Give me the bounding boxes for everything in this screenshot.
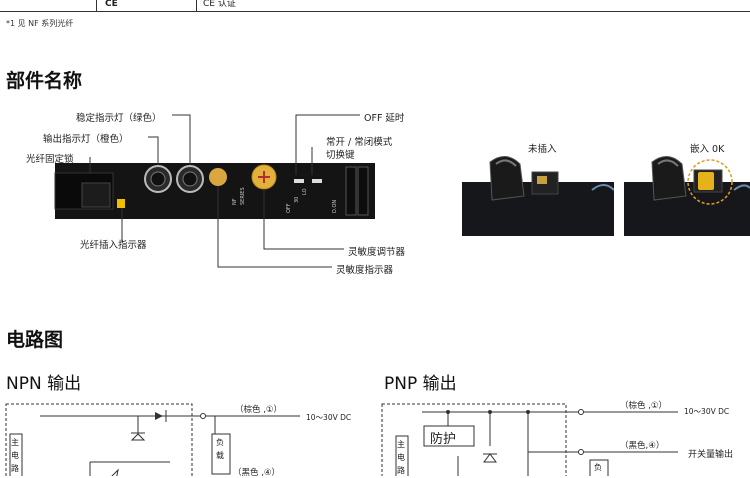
svg-text:SERIES: SERIES: [240, 187, 246, 205]
section-title-circuit: 电路图: [6, 329, 64, 351]
label-mode-switch-2: 切换键: [326, 150, 355, 161]
device-diagram: NF SERIES OFF 30 LO D.ON: [54, 114, 375, 268]
table-cell-ce: CE: [96, 0, 118, 11]
photo-inserted-ok: [624, 156, 750, 236]
pnp-voltage: 10～30V DC: [684, 407, 730, 416]
mode-switch: [312, 179, 322, 183]
table-cell-ce-cert: CE 认证: [196, 0, 236, 11]
sensitivity-indicator: [209, 168, 227, 186]
label-fiber-insert-indicator: 光纤插入指示器: [80, 240, 147, 251]
spec-table-row: CE CE 认证: [0, 0, 750, 12]
pnp-circuit-diagram: [381, 403, 678, 476]
fiber-insert-indicator: [117, 199, 125, 208]
npn-wire-brown: （棕色 ,①）: [235, 405, 283, 415]
photo-not-inserted: [462, 156, 614, 236]
photo-caption-inserted-ok: 嵌入 0K: [690, 144, 725, 155]
svg-text:D.ON: D.ON: [332, 200, 338, 213]
pnp-wire-brown: （棕色 ,①）: [620, 401, 668, 411]
section-title-parts: 部件名称: [6, 70, 83, 92]
pnp-main-circuit: 主电路: [397, 440, 405, 475]
pnp-protect: 防护: [430, 432, 457, 447]
label-mode-switch-1: 常开 / 常闭模式: [326, 137, 393, 148]
label-fiber-lock: 光纤固定锁: [26, 154, 74, 165]
npn-load: 负载: [216, 438, 224, 460]
footnote: *1 见 NF 系列光纤: [6, 19, 74, 28]
svg-text:NF: NF: [232, 198, 238, 205]
label-sensitivity-adjuster: 灵敏度调节器: [348, 247, 406, 258]
label-off-delay: OFF 延时: [364, 113, 405, 124]
pnp-wire-black: （黑色,④）: [620, 441, 665, 451]
svg-text:OFF: OFF: [286, 203, 292, 213]
pnp-title: PNP 输出: [384, 374, 457, 394]
npn-title: NPN 输出: [6, 374, 82, 394]
npn-wire-black: （黑色 ,④）: [233, 468, 281, 478]
npn-main-circuit: 主电路: [11, 438, 19, 473]
off-delay-switch: [294, 179, 304, 183]
npn-circuit-diagram: [5, 403, 300, 476]
svg-text:LO: LO: [302, 188, 308, 195]
svg-text:30: 30: [294, 197, 300, 203]
pnp-switch-output: 开关量输出: [688, 450, 734, 460]
label-sensitivity-indicator: 灵敏度指示器: [336, 265, 394, 276]
photo-caption-not-inserted: 未插入: [528, 144, 557, 155]
label-output-led: 输出指示灯（橙色）: [43, 134, 129, 145]
pnp-load: 负: [594, 463, 602, 472]
label-stable-led: 稳定指示灯（绿色）: [76, 113, 162, 124]
npn-voltage: 10～30V DC: [306, 413, 352, 422]
